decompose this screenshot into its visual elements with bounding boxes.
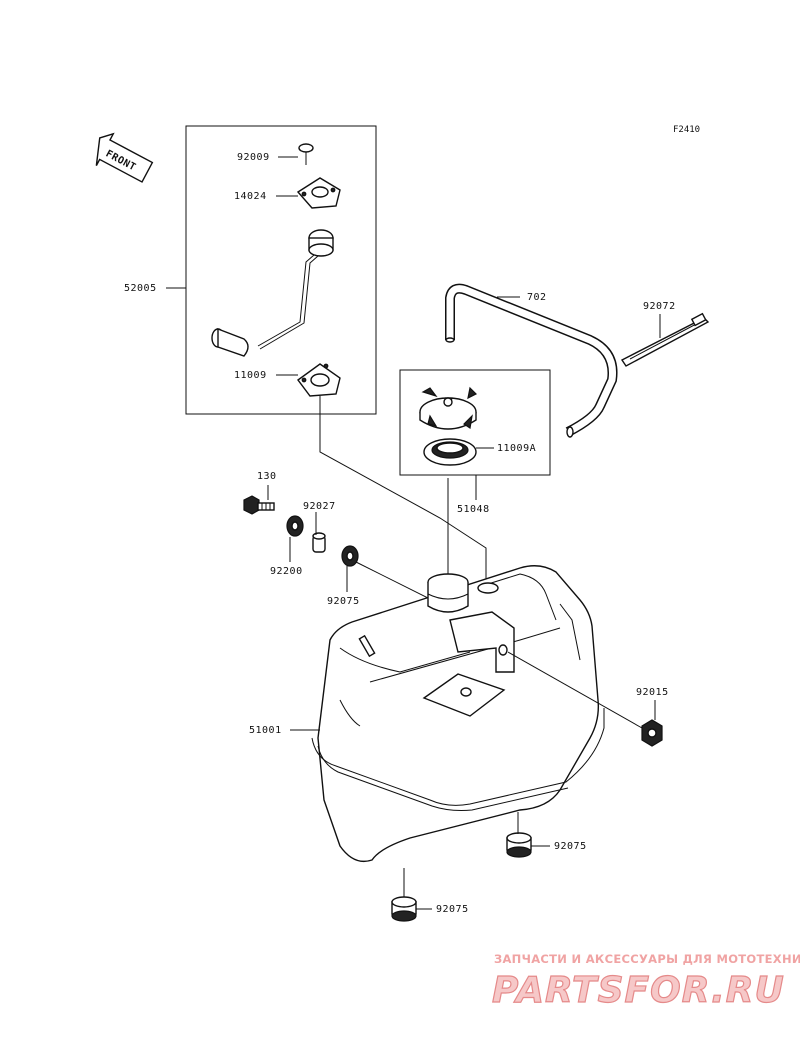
leader-sender-to-tank bbox=[319, 396, 487, 582]
label-11009: 11009 bbox=[234, 370, 267, 381]
label-92075-lower: 92075 bbox=[436, 904, 469, 915]
screw-92009 bbox=[298, 143, 314, 165]
filler-neck bbox=[427, 573, 469, 613]
tank-bracket bbox=[422, 611, 515, 717]
front-arrow-icon: FRONT bbox=[95, 132, 154, 183]
collar-92027 bbox=[312, 532, 326, 553]
label-11009A: 11009A bbox=[497, 443, 536, 454]
label-92015: 92015 bbox=[636, 687, 669, 698]
cap-assy-box bbox=[399, 369, 551, 476]
label-52005: 52005 bbox=[124, 283, 157, 294]
label-92072: 92072 bbox=[643, 301, 676, 312]
figure-code: F2410 bbox=[673, 125, 700, 135]
label-92075-upper: 92075 bbox=[327, 596, 360, 607]
label-51048: 51048 bbox=[457, 504, 490, 515]
label-92075-middle: 92075 bbox=[554, 841, 587, 852]
grommet-92075-upper bbox=[341, 545, 359, 567]
bolt-130 bbox=[243, 495, 275, 515]
fuel-gauge-sender bbox=[211, 229, 334, 357]
label-92200: 92200 bbox=[270, 566, 303, 577]
washer-92200 bbox=[286, 515, 304, 537]
label-92027: 92027 bbox=[303, 501, 336, 512]
sender-unit-box bbox=[185, 125, 377, 415]
label-14024: 14024 bbox=[234, 191, 267, 202]
fuel-cap bbox=[419, 386, 478, 430]
fuel-tank-51001 bbox=[311, 565, 605, 863]
gasket-11009 bbox=[297, 363, 341, 397]
watermark-tagline: ЗАПЧАСТИ И АКСЕССУАРЫ ДЛЯ МОТОТЕХНИКИ bbox=[494, 952, 800, 966]
leader-nut-to-bracket bbox=[507, 651, 643, 729]
plate-14024 bbox=[296, 177, 341, 209]
label-51001: 51001 bbox=[249, 725, 282, 736]
grommet-92075-middle bbox=[506, 832, 532, 858]
band-92072 bbox=[620, 312, 710, 367]
sender-hole bbox=[477, 582, 499, 594]
label-92009: 92009 bbox=[237, 152, 270, 163]
gasket-11009A bbox=[423, 438, 477, 466]
label-702: 702 bbox=[527, 292, 547, 303]
watermark-brand: PARTSFOR.RU bbox=[492, 970, 785, 1011]
grommet-92075-lower bbox=[391, 896, 417, 922]
breather-hose-702 bbox=[445, 283, 618, 438]
nut-92015 bbox=[641, 719, 663, 747]
label-130: 130 bbox=[257, 471, 277, 482]
